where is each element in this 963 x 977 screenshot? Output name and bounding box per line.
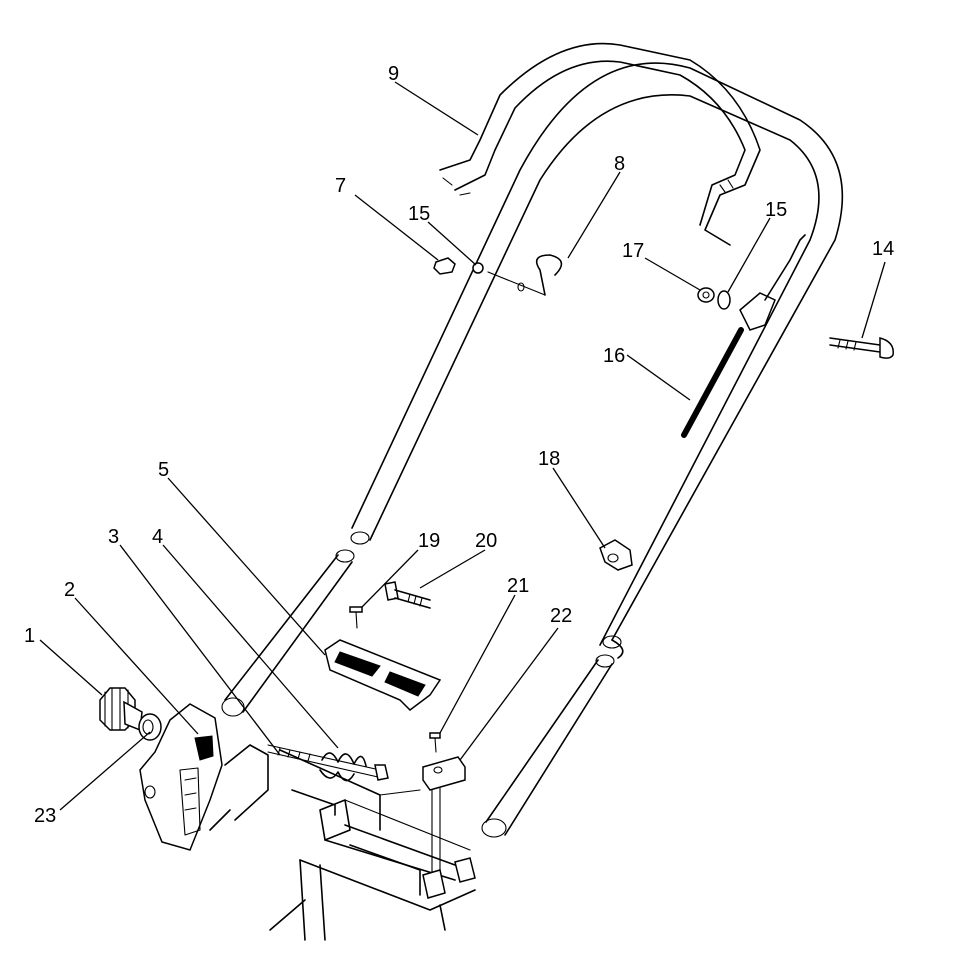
leader-lines [39, 81, 886, 811]
lower-handle-right [481, 654, 615, 838]
callout-labels: 1 2 3 4 5 7 8 9 14 15 15 16 17 18 19 20 … [24, 63, 894, 827]
callout-5: 5 [158, 459, 169, 481]
cable-part-16 [681, 234, 806, 438]
screw-part-19 [349, 606, 363, 629]
block-part-22 [422, 756, 466, 881]
clip-part-18 [599, 539, 633, 571]
callout-16: 16 [603, 345, 625, 367]
bolt-part-3 [267, 744, 389, 781]
callout-9: 9 [388, 63, 399, 85]
mower-deck-frame [209, 744, 476, 941]
lower-handle-left [221, 549, 355, 717]
callout-3: 3 [108, 526, 119, 548]
callout-2: 2 [64, 579, 75, 601]
callout-7: 7 [335, 175, 346, 197]
callout-19: 19 [418, 530, 440, 552]
spacer-part-23 [138, 713, 162, 741]
callout-8: 8 [614, 153, 625, 175]
nut-part-7 [433, 257, 456, 275]
bracket-part-2 [139, 703, 223, 851]
callout-20: 20 [475, 530, 497, 552]
bolt-part-14 [829, 337, 894, 359]
callout-4: 4 [152, 526, 163, 548]
callout-21: 21 [507, 575, 529, 597]
washer-part-15a [472, 262, 484, 274]
knob-part-1 [99, 687, 143, 732]
callout-17: 17 [622, 240, 644, 262]
control-bail-part-9 [439, 42, 761, 246]
screw-part-21 [429, 732, 441, 753]
callout-18: 18 [538, 448, 560, 470]
callout-23: 23 [34, 805, 56, 827]
callout-22: 22 [550, 605, 572, 627]
callout-15a: 15 [408, 203, 430, 225]
callout-1: 1 [24, 625, 35, 647]
rod-part-8 [487, 254, 563, 296]
callout-15b: 15 [765, 199, 787, 221]
callout-14: 14 [872, 238, 894, 260]
spring-part-4 [319, 752, 367, 782]
washer-part-15b [717, 290, 731, 310]
nut-part-17 [697, 287, 715, 303]
cover-plate-part-5 [324, 639, 442, 711]
upper-handle-tube [350, 62, 844, 659]
bolt-part-20 [384, 581, 431, 609]
